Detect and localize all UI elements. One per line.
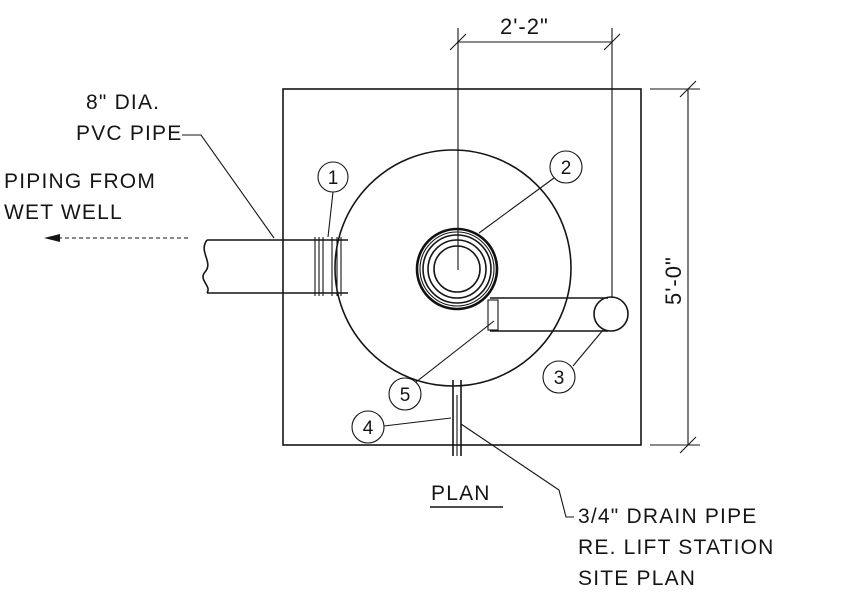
callout-2-text: 2 bbox=[561, 158, 572, 179]
callout-5-text: 5 bbox=[400, 385, 411, 406]
dimension-vertical bbox=[650, 80, 700, 454]
dimension-horizontal bbox=[449, 28, 621, 298]
drain-label-line2: RE. LIFT STATION bbox=[578, 536, 775, 559]
callout-1 bbox=[317, 161, 349, 238]
callout-4-text: 4 bbox=[363, 418, 374, 439]
manhole-circle bbox=[334, 149, 572, 387]
riser-rings bbox=[415, 227, 499, 311]
callout-2 bbox=[478, 150, 583, 234]
inlet-pipe bbox=[202, 237, 348, 296]
drain-pipe bbox=[452, 380, 462, 456]
drain-label-line1: 3/4" DRAIN PIPE bbox=[578, 505, 758, 528]
callout-4 bbox=[351, 410, 452, 444]
plan-title: PLAN bbox=[431, 482, 491, 505]
piping-from-label: PIPING FROM bbox=[4, 170, 156, 193]
dimension-vertical-text: 5'-0" bbox=[661, 256, 686, 305]
pipe-size-label: 8" DIA. bbox=[86, 91, 160, 114]
dimension-horizontal-text: 2'-2" bbox=[500, 14, 549, 39]
pipe-type-label: PVC PIPE bbox=[76, 122, 182, 145]
callout-5 bbox=[388, 320, 495, 411]
wet-well-label: WET WELL bbox=[4, 201, 123, 224]
callout-3 bbox=[542, 329, 604, 394]
callout-1-text: 1 bbox=[328, 168, 339, 189]
vault-outline bbox=[282, 88, 642, 446]
drain-leader bbox=[460, 423, 574, 518]
callout-3-text: 3 bbox=[554, 368, 565, 389]
drain-label-line3: SITE PLAN bbox=[578, 567, 696, 590]
flow-arrow bbox=[44, 234, 188, 242]
outlet-pipe bbox=[487, 296, 629, 332]
pipe-leader bbox=[182, 134, 275, 239]
